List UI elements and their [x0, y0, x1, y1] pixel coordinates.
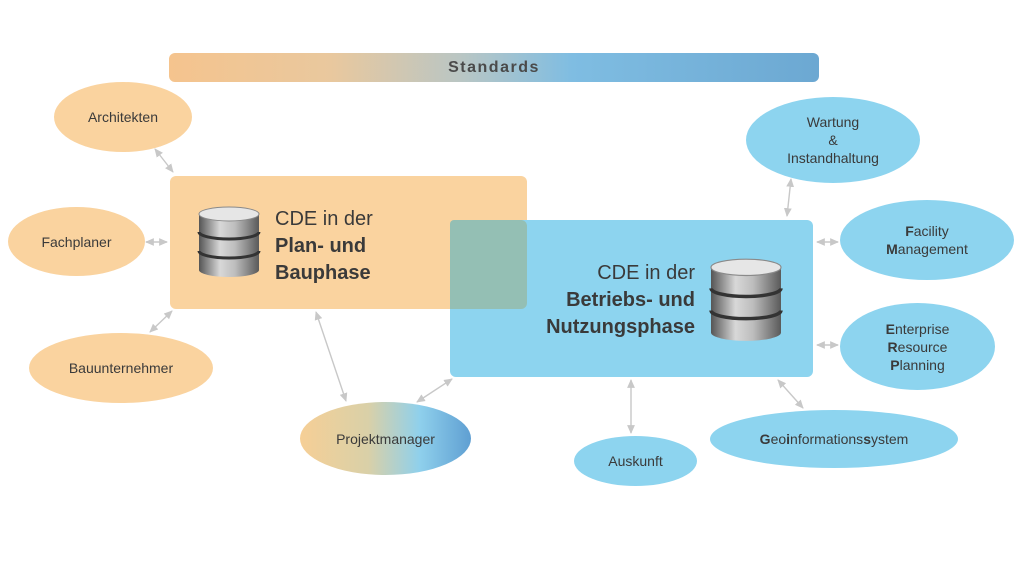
- fachplaner-node: Fachplaner: [8, 207, 145, 276]
- arrow-plan-projektmanager: [314, 311, 348, 402]
- wartung-line2: &: [828, 132, 838, 148]
- erp-l3-rest: lanning: [899, 356, 945, 373]
- arrow-architekten: [154, 148, 174, 173]
- gis-p1: G: [759, 431, 771, 447]
- erp-l2-rest: esource: [897, 338, 948, 355]
- gis-p6: ystem: [870, 431, 909, 447]
- fm-l1-rest: acility: [913, 223, 949, 239]
- gis-node: Geoinformationssystem: [710, 410, 958, 468]
- erp-l1-rest: nterprise: [894, 320, 950, 337]
- arrow-bauunternehmer: [149, 310, 173, 333]
- architekten-label: Architekten: [87, 109, 159, 125]
- cde-plan-line2: Plan- und: [275, 235, 367, 257]
- projektmanager-node: Projektmanager: [300, 402, 471, 475]
- wartung-node: Wartung & Instandhaltung: [746, 97, 920, 183]
- arrow-gis: [777, 379, 804, 409]
- gis-p5: s: [863, 431, 871, 447]
- erp-node: Enterprise Resource Planning: [840, 303, 995, 390]
- facility-management-node: Facility Management: [840, 200, 1014, 280]
- standards-label: Standards: [448, 58, 540, 76]
- architekten-node: Architekten: [54, 82, 192, 152]
- fm-l2-cap: M: [886, 241, 898, 257]
- fm-l2-rest: anagement: [897, 241, 968, 257]
- bauunternehmer-label: Bauunternehmer: [68, 360, 174, 376]
- gis-p4: nformations: [790, 431, 864, 447]
- cde-plan-title: CDE in der Plan- und Bauphase: [275, 206, 373, 287]
- cde-betrieb-title: CDE in der Betriebs- und Nutzungsphase: [520, 260, 695, 341]
- standards-bar: Standards: [169, 53, 819, 82]
- projektmanager-label: Projektmanager: [336, 430, 435, 447]
- bauunternehmer-node: Bauunternehmer: [29, 333, 213, 403]
- auskunft-node: Auskunft: [574, 436, 697, 486]
- gis-p3: i: [786, 431, 791, 447]
- cde-plan-line3: Bauphase: [275, 262, 371, 284]
- cde-overlap-area: [450, 220, 527, 309]
- cde-betrieb-line2: Betriebs- und: [566, 289, 695, 311]
- wartung-line3: Instandhaltung: [787, 150, 879, 166]
- arrow-betrieb-projektmanager: [416, 378, 453, 403]
- wartung-line1: Wartung: [806, 114, 860, 130]
- database-icon: [197, 206, 261, 277]
- gis-p2: eo: [770, 431, 787, 447]
- fachplaner-label: Fachplaner: [41, 233, 112, 250]
- arrow-wartung: [783, 178, 795, 217]
- erp-l2-cap: R: [887, 338, 898, 355]
- cde-betrieb-line1: CDE in der: [597, 262, 695, 284]
- cde-plan-line1: CDE in der: [275, 208, 373, 230]
- erp-l3-cap: P: [890, 356, 900, 373]
- cde-betrieb-line3: Nutzungsphase: [546, 316, 695, 338]
- erp-l1-cap: E: [885, 320, 895, 337]
- auskunft-label: Auskunft: [608, 453, 663, 469]
- fm-l1-cap: F: [905, 223, 914, 239]
- database-icon: [709, 258, 783, 341]
